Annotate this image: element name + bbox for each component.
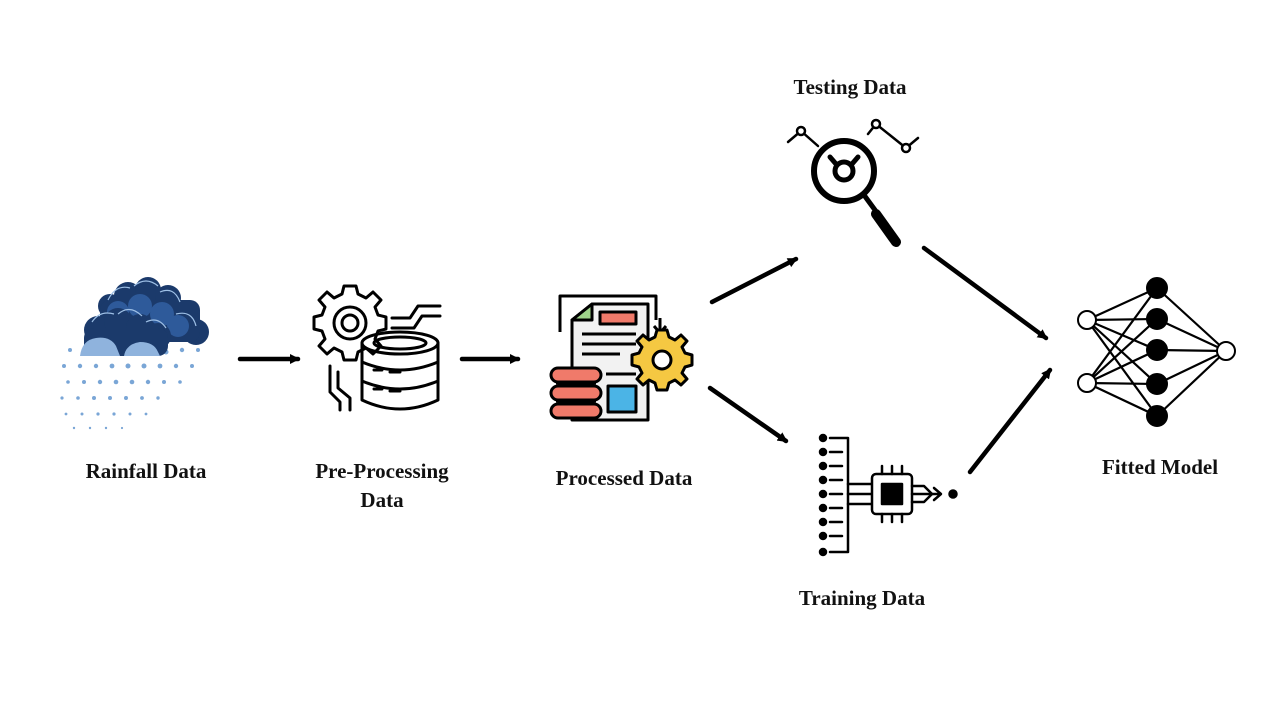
magnifier-chart-icon — [786, 118, 920, 247]
arrow-processed-to-training — [707, 385, 789, 444]
label-processed-data: Processed Data — [555, 466, 693, 490]
arrow-processed-to-testing — [709, 256, 799, 305]
label-training-data: Training Data — [798, 586, 926, 610]
document-gear-database-icon — [549, 294, 694, 422]
gear-database-icon — [312, 284, 442, 412]
label-rainfall-data: Rainfall Data — [85, 459, 207, 483]
label-preprocessing-data: Pre-Processing Data — [292, 457, 472, 515]
neural-network-icon — [1077, 277, 1236, 427]
label-preprocessing-line2: Data — [360, 488, 404, 512]
label-fitted-model: Fitted Model — [1101, 455, 1219, 479]
rain-cloud-icon — [60, 277, 209, 430]
label-testing-data: Testing Data — [793, 75, 907, 99]
label-preprocessing-line1: Pre-Processing — [315, 459, 449, 483]
arrow-testing-to-fitted — [921, 245, 1049, 341]
chip-inputs-icon — [818, 433, 958, 557]
arrow-training-to-fitted — [967, 367, 1053, 475]
